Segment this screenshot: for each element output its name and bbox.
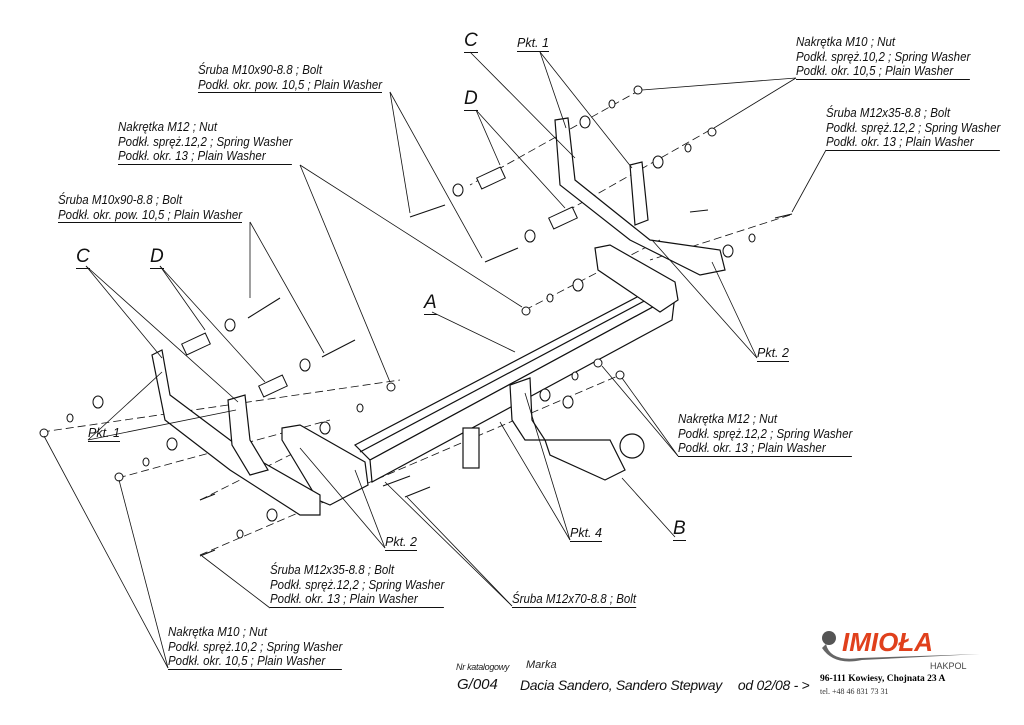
point-pkt1: Pkt. 1 — [517, 36, 549, 52]
label-line: Śruba M12x35-8.8 ; Bolt — [826, 106, 951, 120]
label-line: Podkł. spręż.12,2 ; Spring Washer — [826, 120, 1001, 135]
point-pkt2: Pkt. 2 — [757, 346, 789, 362]
washers-nuts — [39, 85, 756, 539]
label-line: Podkł. okr. 13 ; Plain Washer — [270, 592, 445, 608]
brand-label: Marka — [526, 659, 557, 671]
label-nut-m12-left: Nakrętka M12 ; Nut Podkł. spręż.12,2 ; S… — [118, 120, 307, 165]
company-address: 96-111 Kowiesy, Chojnata 23 A — [820, 674, 946, 684]
label-line: Podkł. spręż.10,2 ; Spring Washer — [796, 49, 971, 64]
label-line: Podkł. okr. 10,5 ; Plain Washer — [796, 64, 971, 80]
point-pkt1: Pkt. 1 — [88, 426, 120, 442]
tow-ball — [462, 377, 645, 481]
label-bolt-m12x70: Śruba M12x70-8.8 ; Bolt — [512, 592, 647, 608]
label-line: Podkł. okr. 13 ; Plain Washer — [826, 135, 1001, 151]
part-letter-b: B — [673, 518, 686, 541]
label-line: Śruba M12x35-8.8 ; Bolt — [270, 563, 395, 577]
label-line: Podkł. okr. 13 ; Plain Washer — [118, 149, 293, 165]
label-line: Śruba M12x70-8.8 ; Bolt — [512, 592, 637, 608]
label-line: Podkł. okr. pow. 10,5 ; Plain Washer — [198, 77, 383, 93]
label-bolt-m12x35-bottom: Śruba M12x35-8.8 ; Bolt Podkł. spręż.12,… — [270, 563, 459, 608]
part-letter-a: A — [424, 292, 437, 315]
label-line: Podkł. okr. pow. 10,5 ; Plain Washer — [58, 207, 243, 223]
leader-lines — [43, 51, 827, 669]
vehicle-row: Dacia Sandero, Sandero Stepway od 02/08 … — [520, 677, 810, 693]
label-line: Podkł. spręż.12,2 ; Spring Washer — [118, 134, 293, 149]
catalog-number: G/004 — [457, 676, 498, 693]
logo-subtext: HAKPOL — [930, 661, 967, 671]
logo-text: IMIOŁA — [842, 627, 933, 657]
label-bolt-m10-top: Śruba M10x90-8.8 ; Bolt Podkł. okr. pow.… — [198, 63, 398, 93]
production-date: od 02/08 - > — [737, 677, 810, 693]
spacers — [181, 166, 578, 398]
logo-swoosh — [822, 644, 980, 662]
side-brackets — [151, 117, 726, 516]
label-line: Podkł. okr. 13 ; Plain Washer — [678, 441, 853, 457]
label-line: Śruba M10x90-8.8 ; Bolt — [198, 63, 323, 77]
catalog-label: Nr katalogowy — [456, 662, 510, 672]
label-nut-m10-bottom: Nakrętka M10 ; Nut Podkł. spręż.10,2 ; S… — [168, 625, 357, 670]
end-plates — [281, 244, 679, 506]
part-letter-c: C — [76, 246, 90, 269]
point-pkt4: Pkt. 4 — [570, 526, 602, 542]
vehicle-model: Dacia Sandero, Sandero Stepway — [520, 677, 722, 693]
label-line: Podkł. spręż.12,2 ; Spring Washer — [678, 426, 853, 441]
part-letter-d: D — [150, 246, 164, 269]
label-line: Podkł. spręż.12,2 ; Spring Washer — [270, 577, 445, 592]
label-line: Nakrętka M12 ; Nut — [678, 412, 778, 426]
label-line: Podkł. okr. 10,5 ; Plain Washer — [168, 654, 343, 670]
point-pkt2: Pkt. 2 — [385, 535, 417, 551]
label-line: Nakrętka M10 ; Nut — [796, 35, 896, 49]
label-bolt-m10-left: Śruba M10x90-8.8 ; Bolt Podkł. okr. pow.… — [58, 193, 258, 223]
part-letter-d: D — [464, 88, 478, 111]
label-line: Śruba M10x90-8.8 ; Bolt — [58, 193, 183, 207]
label-line: Podkł. spręż.10,2 ; Spring Washer — [168, 639, 343, 654]
label-line: Nakrętka M10 ; Nut — [168, 625, 268, 639]
logo-ball-icon — [822, 631, 836, 645]
part-letter-c: C — [464, 30, 478, 53]
label-bolt-m12x35-top-right: Śruba M12x35-8.8 ; Bolt Podkł. spręż.12,… — [826, 106, 1015, 151]
label-line: Nakrętka M12 ; Nut — [118, 120, 218, 134]
company-phone: tel. +48 46 831 73 31 — [820, 687, 889, 696]
label-nut-m12-right: Nakrętka M12 ; Nut Podkł. spręż.12,2 ; S… — [678, 412, 867, 457]
label-nut-m10-top-right: Nakrętka M10 ; Nut Podkł. spręż.10,2 ; S… — [796, 35, 985, 80]
bolts — [199, 204, 793, 557]
